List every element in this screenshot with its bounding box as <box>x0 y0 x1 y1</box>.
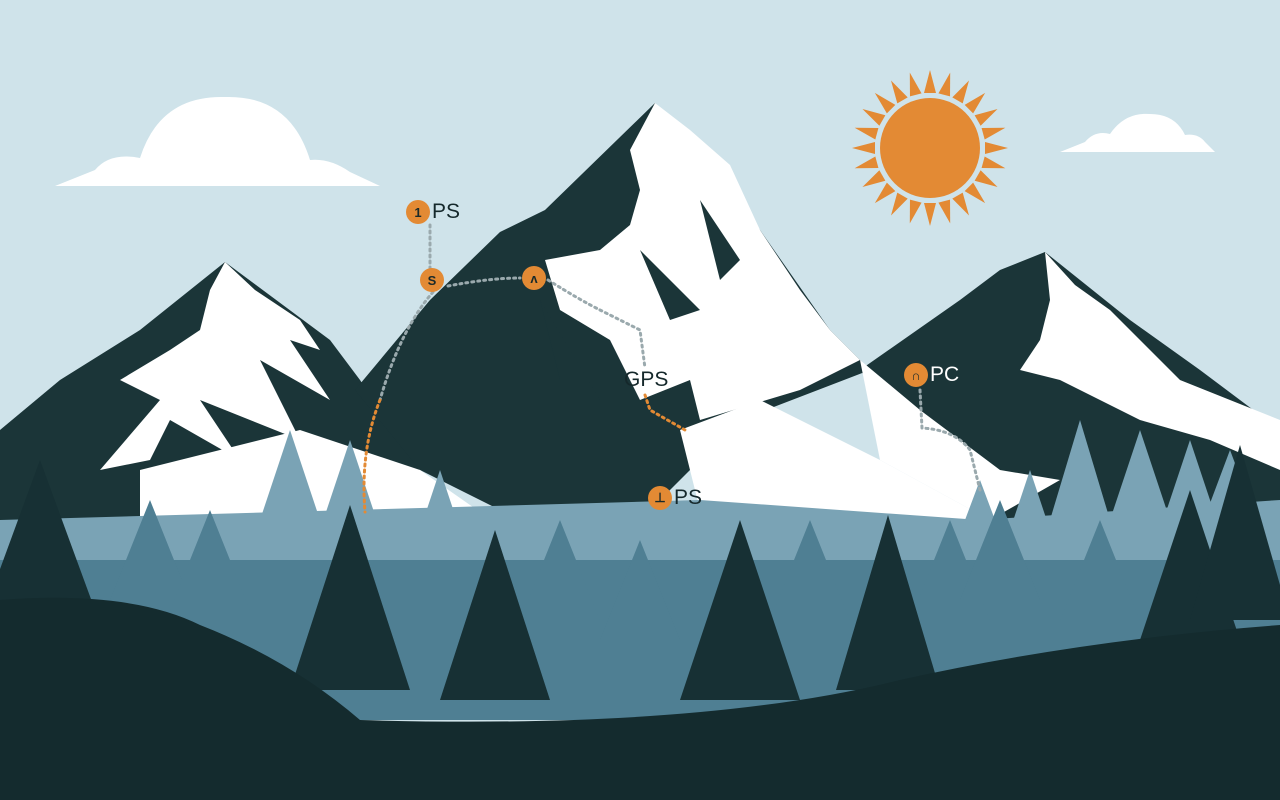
cloud-right-icon <box>1060 113 1215 152</box>
trail-marker-6[interactable]: ∩ PC <box>904 363 959 387</box>
marker-pin-icon: ⊥ <box>648 486 672 510</box>
marker-hiker-icon: ʌ <box>522 266 546 290</box>
marker-label: PS <box>432 200 461 223</box>
trail-marker-3[interactable]: ʌ <box>522 266 546 290</box>
gps-label: GPS <box>624 368 669 391</box>
marker-letter-icon: S <box>420 268 444 292</box>
trail-marker-5[interactable]: ⊥ PS <box>648 486 702 510</box>
mountain-range <box>0 103 1280 560</box>
cloud-left-icon <box>55 96 380 186</box>
trail-marker-2[interactable]: S <box>420 268 444 292</box>
marker-arch-icon: ∩ <box>904 363 928 387</box>
forest-near <box>0 445 1280 700</box>
sun-icon <box>852 70 1008 226</box>
marker-number-icon: 1 <box>406 200 430 224</box>
trail-marker-1[interactable]: 1 PS <box>406 200 460 224</box>
foreground-hills <box>0 597 1280 800</box>
marker-label: PS <box>674 486 703 509</box>
trail-paths <box>362 223 982 514</box>
marker-label: PC <box>930 363 960 386</box>
